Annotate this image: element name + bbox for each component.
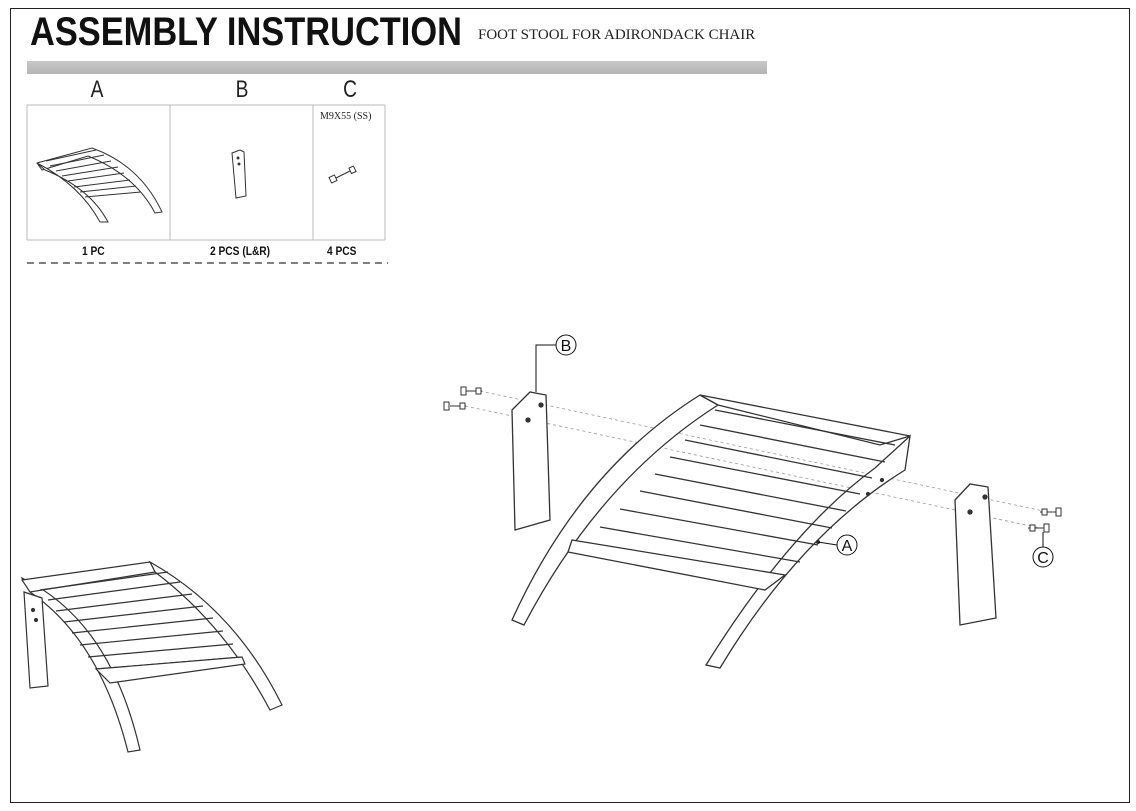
- exploded-part-a: [511, 394, 911, 669]
- header-bar: [27, 61, 767, 74]
- assembled-footstool: [20, 560, 283, 753]
- exploded-view: B A C: [443, 334, 1062, 669]
- part-b-letter: B: [235, 76, 249, 103]
- callout-c: [1032, 532, 1054, 568]
- parts-table: [26, 104, 386, 241]
- page-border: [10, 8, 1130, 803]
- exploded-bolts-right: [1028, 507, 1062, 533]
- exploded-bolts-left: [443, 386, 482, 411]
- part-a-qty: 1 PC: [82, 244, 105, 258]
- page-title: ASSEMBLY INSTRUCTION: [30, 10, 462, 54]
- page-subtitle: FOOT STOOL FOR ADIRONDACK CHAIR: [478, 27, 756, 43]
- part-c-spec: M9X55 (SS): [320, 111, 372, 122]
- callout-b: [535, 334, 577, 392]
- part-b-qty: 2 PCS (L&R): [210, 244, 271, 258]
- exploded-part-b-left: [511, 391, 551, 531]
- part-c-qty: 4 PCS: [327, 244, 357, 258]
- callout-a-label: A: [842, 538, 853, 555]
- part-c-letter: C: [343, 76, 357, 103]
- callout-c-label: C: [1037, 550, 1049, 567]
- part-c-thumbnail: [328, 165, 357, 184]
- part-b-thumbnail: [231, 149, 247, 199]
- part-a-letter: A: [90, 76, 104, 103]
- part-a-thumbnail: [36, 147, 163, 223]
- callout-a: [817, 534, 858, 556]
- exploded-part-b-right: [954, 483, 997, 626]
- callout-b-label: B: [561, 338, 572, 355]
